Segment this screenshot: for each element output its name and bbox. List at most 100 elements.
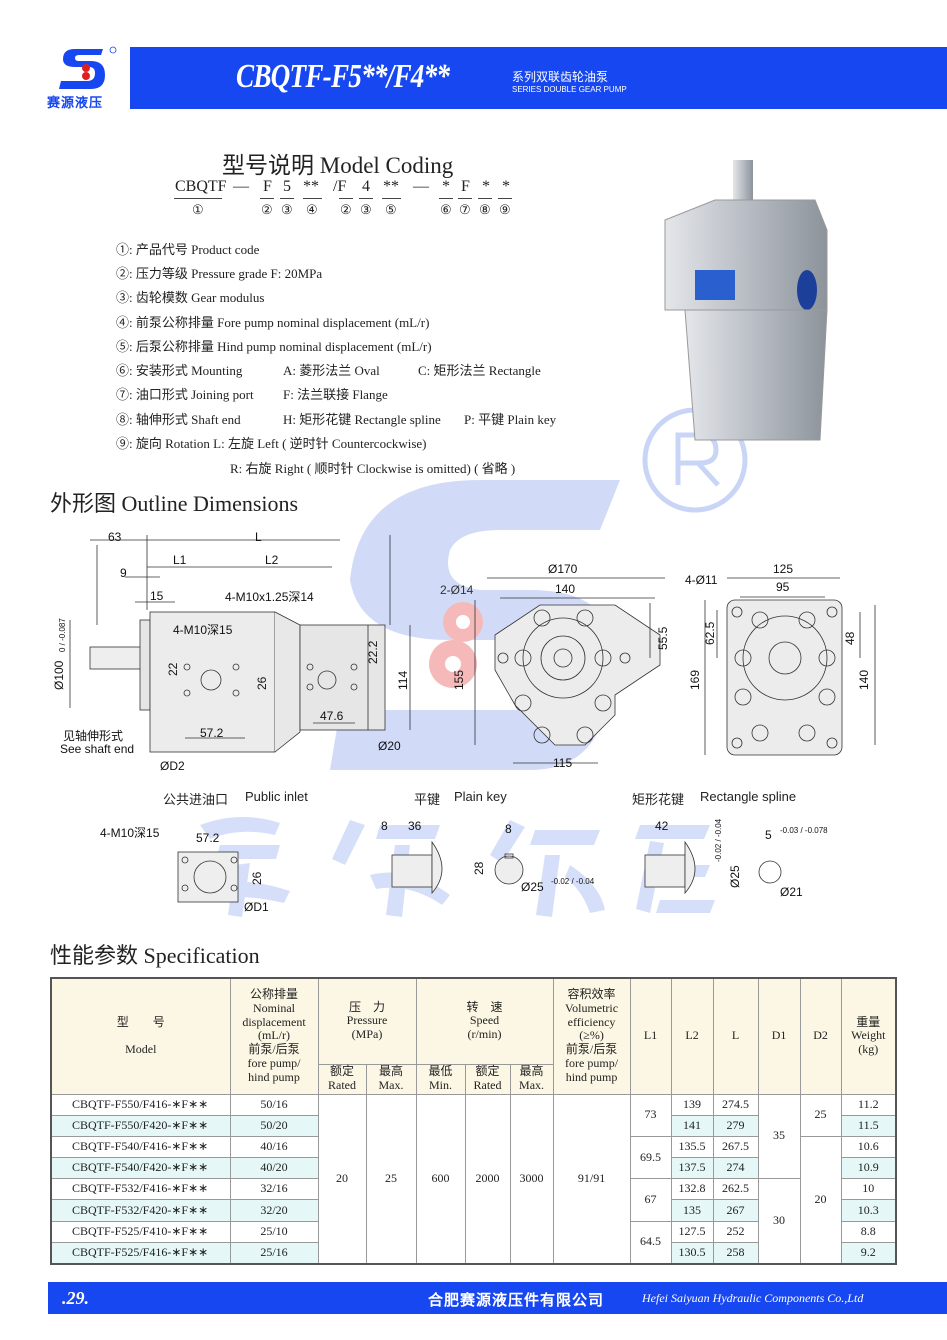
- cell-D2: 25: [799, 1093, 842, 1137]
- cell-weight: 11.2: [840, 1093, 897, 1116]
- cell-displacement: 40/20: [229, 1157, 319, 1180]
- dim-dia100: Ø100: [52, 660, 66, 690]
- dim-22-2: 22.2: [366, 640, 380, 664]
- cell-weight: 8.8: [840, 1220, 897, 1243]
- cell-L2: 141: [670, 1114, 714, 1137]
- cell-s-min: 600: [415, 1093, 466, 1264]
- cell-model: CBQTF-F532/F420-∗F∗∗: [50, 1199, 231, 1222]
- col-speed: 转 速 Speed (r/min): [415, 977, 554, 1065]
- col-weight: 重量 Weight (kg): [840, 977, 897, 1095]
- spec-title: 性能参数 Specification: [50, 943, 260, 968]
- dim-57-2: 57.2: [200, 726, 224, 740]
- cell-weight: 10.6: [840, 1135, 897, 1159]
- dim-L: L: [255, 530, 262, 544]
- col-L2: L2: [670, 977, 714, 1095]
- coding-item: ⑨: 旋向 Rotation L: 左旋 Left ( 逆时针 Counterc…: [116, 436, 427, 451]
- cell-model: CBQTF-F525/F416-∗F∗∗: [50, 1241, 231, 1265]
- col-speed-max: 最高 Max.: [509, 1063, 554, 1095]
- cell-p-max: 25: [365, 1093, 417, 1264]
- code-part: F: [461, 178, 470, 195]
- dim-holes-4-11: 4-Ø11: [685, 573, 718, 587]
- col-D2: D2: [799, 977, 842, 1095]
- cell-L2: 135.5: [670, 1135, 714, 1159]
- cell-s-max: 3000: [509, 1093, 554, 1264]
- cell-displacement: 32/16: [229, 1178, 319, 1201]
- key-dim-8b: 8: [505, 822, 512, 836]
- cell-L: 279: [712, 1114, 759, 1137]
- shaft-note-en: See shaft end: [60, 742, 135, 756]
- inlet-dim-D1: ØD1: [244, 900, 269, 914]
- coding-item: ①: 产品代号 Product code: [116, 242, 260, 257]
- code-num: ②: [340, 202, 352, 217]
- page-title: CBQTF-F5**/F4**: [236, 58, 450, 95]
- oval-flange-drawing: [474, 577, 665, 764]
- code-part: /F: [333, 178, 347, 195]
- dim-dia170: Ø170: [548, 562, 578, 576]
- coding-item: ⑥: 安装形式 Mounting: [116, 363, 243, 378]
- code-part: 4: [362, 178, 370, 195]
- col-efficiency: 容积效率 Volumetric efficiency (≥%) 前泵/后泵 fo…: [552, 977, 631, 1095]
- code-part: CBQTF: [175, 178, 227, 195]
- cell-D2: 20: [799, 1135, 842, 1265]
- dim-115: 115: [553, 756, 573, 770]
- key-tol-25: -0.02 / -0.04: [551, 877, 595, 886]
- page-number: .29.: [62, 1288, 89, 1308]
- option-shaft-p: P: 平键 Plain key: [464, 412, 557, 427]
- code-num: ⑤: [385, 202, 397, 217]
- coding-item: ⑤: 后泵公称排量 Hind pump nominal displacement…: [116, 339, 432, 354]
- key-dim-28: 28: [472, 861, 486, 875]
- inlet-dim-57-2: 57.2: [196, 831, 220, 845]
- detail-drawings: [177, 840, 782, 903]
- dim-155: 155: [452, 669, 466, 690]
- cell-L: 252: [712, 1220, 759, 1243]
- option-mount-c: C: 矩形法兰 Rectangle: [418, 363, 541, 378]
- dim-15: 15: [150, 589, 164, 603]
- option-shaft-h: H: 矩形花键 Rectangle spline: [283, 412, 441, 427]
- cell-L: 274.5: [712, 1093, 759, 1116]
- cell-D1: 35: [757, 1093, 801, 1180]
- cell-s-rated: 2000: [464, 1093, 511, 1264]
- cell-L1: 67: [629, 1178, 672, 1222]
- col-displacement: 公称排量 Nominal displacement (mL/r) 前泵/后泵 f…: [229, 977, 319, 1095]
- plainkey-label-en: Plain key: [454, 789, 507, 804]
- spline-dim-21: Ø21: [780, 885, 803, 899]
- cell-model: CBQTF-F525/F410-∗F∗∗: [50, 1220, 231, 1243]
- coding-item: ⑦: 油口形式 Joining port: [116, 387, 254, 402]
- cell-L2: 130.5: [670, 1241, 714, 1265]
- cell-weight: 10.3: [840, 1199, 897, 1222]
- coding-item: ③: 齿轮模数 Gear modulus: [116, 290, 265, 305]
- code-part: **: [303, 178, 319, 195]
- cell-L: 258: [712, 1241, 759, 1265]
- side-view-drawing: [69, 535, 411, 753]
- plainkey-label-cn: 平键: [414, 792, 441, 807]
- model-coding-title: 型号说明 Model Coding: [222, 153, 454, 178]
- col-speed-rated: 额定 Rated: [464, 1063, 511, 1095]
- dim-169: 169: [688, 669, 702, 690]
- col-pressure-rated: 额定 Rated: [317, 1063, 367, 1095]
- code-num: ⑨: [499, 202, 511, 217]
- cell-eff: 91/91: [552, 1093, 631, 1264]
- cell-L2: 139: [670, 1093, 714, 1116]
- cell-displacement: 40/16: [229, 1135, 319, 1159]
- option-mount-a: A: 菱形法兰 Oval: [283, 363, 380, 378]
- cell-L: 274: [712, 1157, 759, 1180]
- code-num: ③: [360, 202, 372, 217]
- dim-47-6: 47.6: [320, 709, 344, 723]
- cell-model: CBQTF-F550/F420-∗F∗∗: [50, 1114, 231, 1137]
- company-name-en: Hefei Saiyuan Hydraulic Components Co.,L…: [642, 1291, 864, 1305]
- col-L: L: [712, 977, 759, 1095]
- cell-L: 262.5: [712, 1178, 759, 1201]
- coding-item: ②: 压力等级 Pressure grade F: 20MPa: [116, 266, 323, 281]
- cell-weight: 11.5: [840, 1114, 897, 1137]
- inlet-dim-26: 26: [250, 871, 264, 885]
- col-L1: L1: [629, 977, 672, 1095]
- logo-text: 赛源液压: [47, 95, 104, 110]
- code-num: ②: [261, 202, 273, 217]
- cell-weight: 9.2: [840, 1241, 897, 1265]
- dim-holes-2-14: 2-Ø14: [440, 583, 474, 597]
- code-num: ③: [281, 202, 293, 217]
- header-bar: [130, 47, 947, 109]
